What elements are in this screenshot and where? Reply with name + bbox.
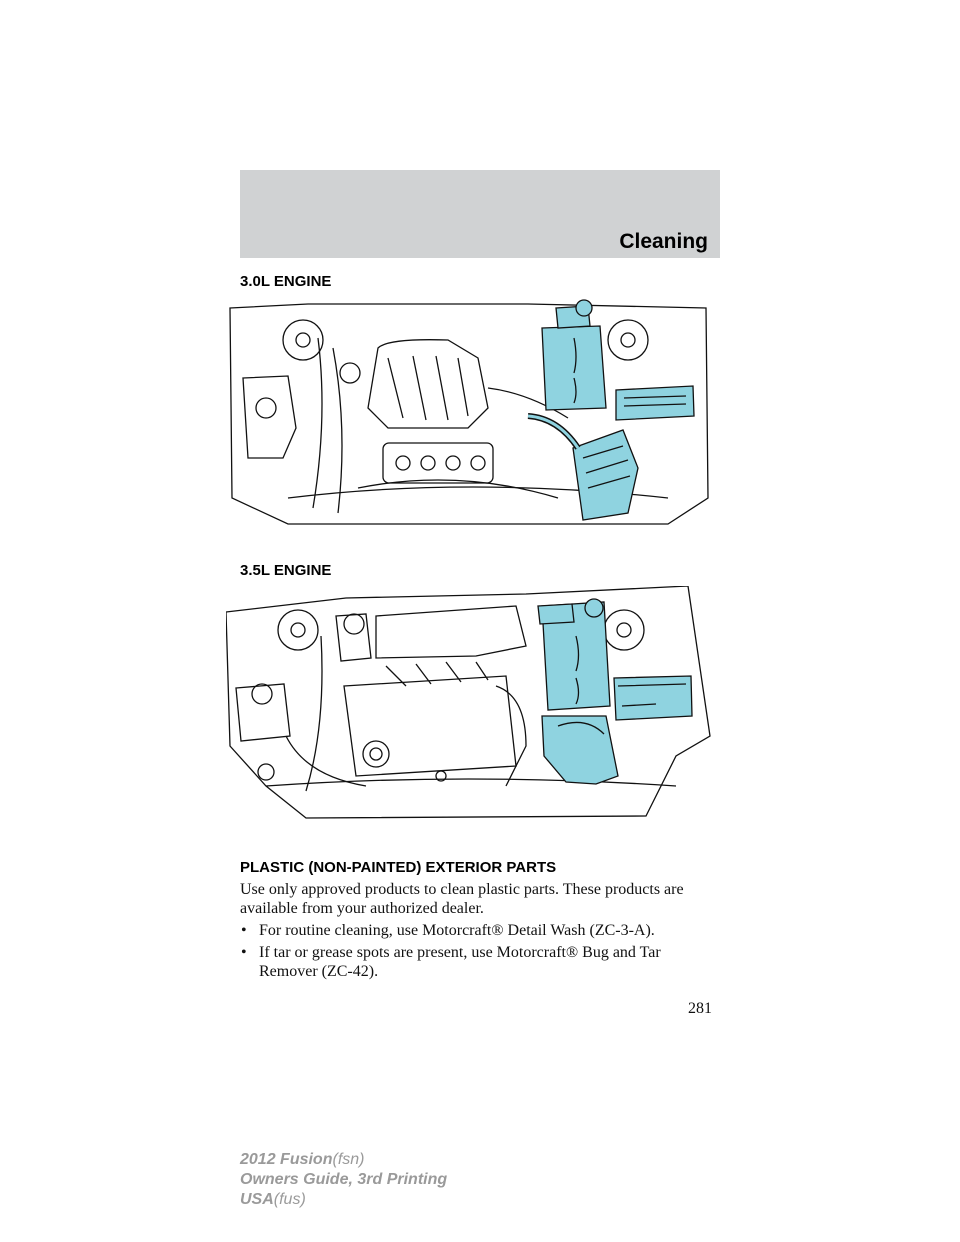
bullet-text: If tar or grease spots are present, use … bbox=[259, 944, 661, 980]
list-item: • For routine cleaning, use Motorcraft® … bbox=[240, 921, 720, 940]
figure-heading-3-0l: 3.0L ENGINE bbox=[240, 273, 332, 290]
figure-heading-3-5l: 3.5L ENGINE bbox=[240, 562, 332, 579]
plastic-parts-heading: PLASTIC (NON-PAINTED) EXTERIOR PARTS bbox=[240, 859, 557, 876]
engine-3-0l-diagram bbox=[228, 298, 712, 530]
engine-3-5l-diagram-icon bbox=[226, 586, 711, 819]
document-footer: 2012 Fusion(fsn) Owners Guide, 3rd Print… bbox=[240, 1150, 447, 1210]
page-number: 281 bbox=[688, 1000, 712, 1017]
section-header-band: Cleaning bbox=[240, 170, 720, 258]
bullet-icon: • bbox=[241, 922, 247, 939]
engine-3-5l-diagram bbox=[226, 586, 712, 826]
list-item: • If tar or grease spots are present, us… bbox=[240, 943, 720, 981]
section-title: Cleaning bbox=[619, 230, 708, 253]
footer-market: USA bbox=[240, 1191, 274, 1208]
plastic-parts-intro: Use only approved products to clean plas… bbox=[240, 881, 684, 917]
footer-line-3: USA(fus) bbox=[240, 1190, 447, 1210]
footer-market-code: (fus) bbox=[273, 1191, 306, 1208]
engine-3-0l-diagram-icon bbox=[229, 299, 709, 525]
footer-model-code: (fsn) bbox=[332, 1151, 365, 1168]
bullet-icon: • bbox=[241, 944, 247, 961]
footer-line-2: Owners Guide, 3rd Printing bbox=[240, 1171, 448, 1188]
bullet-text: For routine cleaning, use Motorcraft® De… bbox=[259, 922, 655, 939]
footer-line-1: 2012 Fusion(fsn) bbox=[240, 1150, 447, 1170]
plastic-parts-bullets: • For routine cleaning, use Motorcraft® … bbox=[240, 921, 720, 984]
footer-model: 2012 Fusion bbox=[240, 1151, 333, 1168]
